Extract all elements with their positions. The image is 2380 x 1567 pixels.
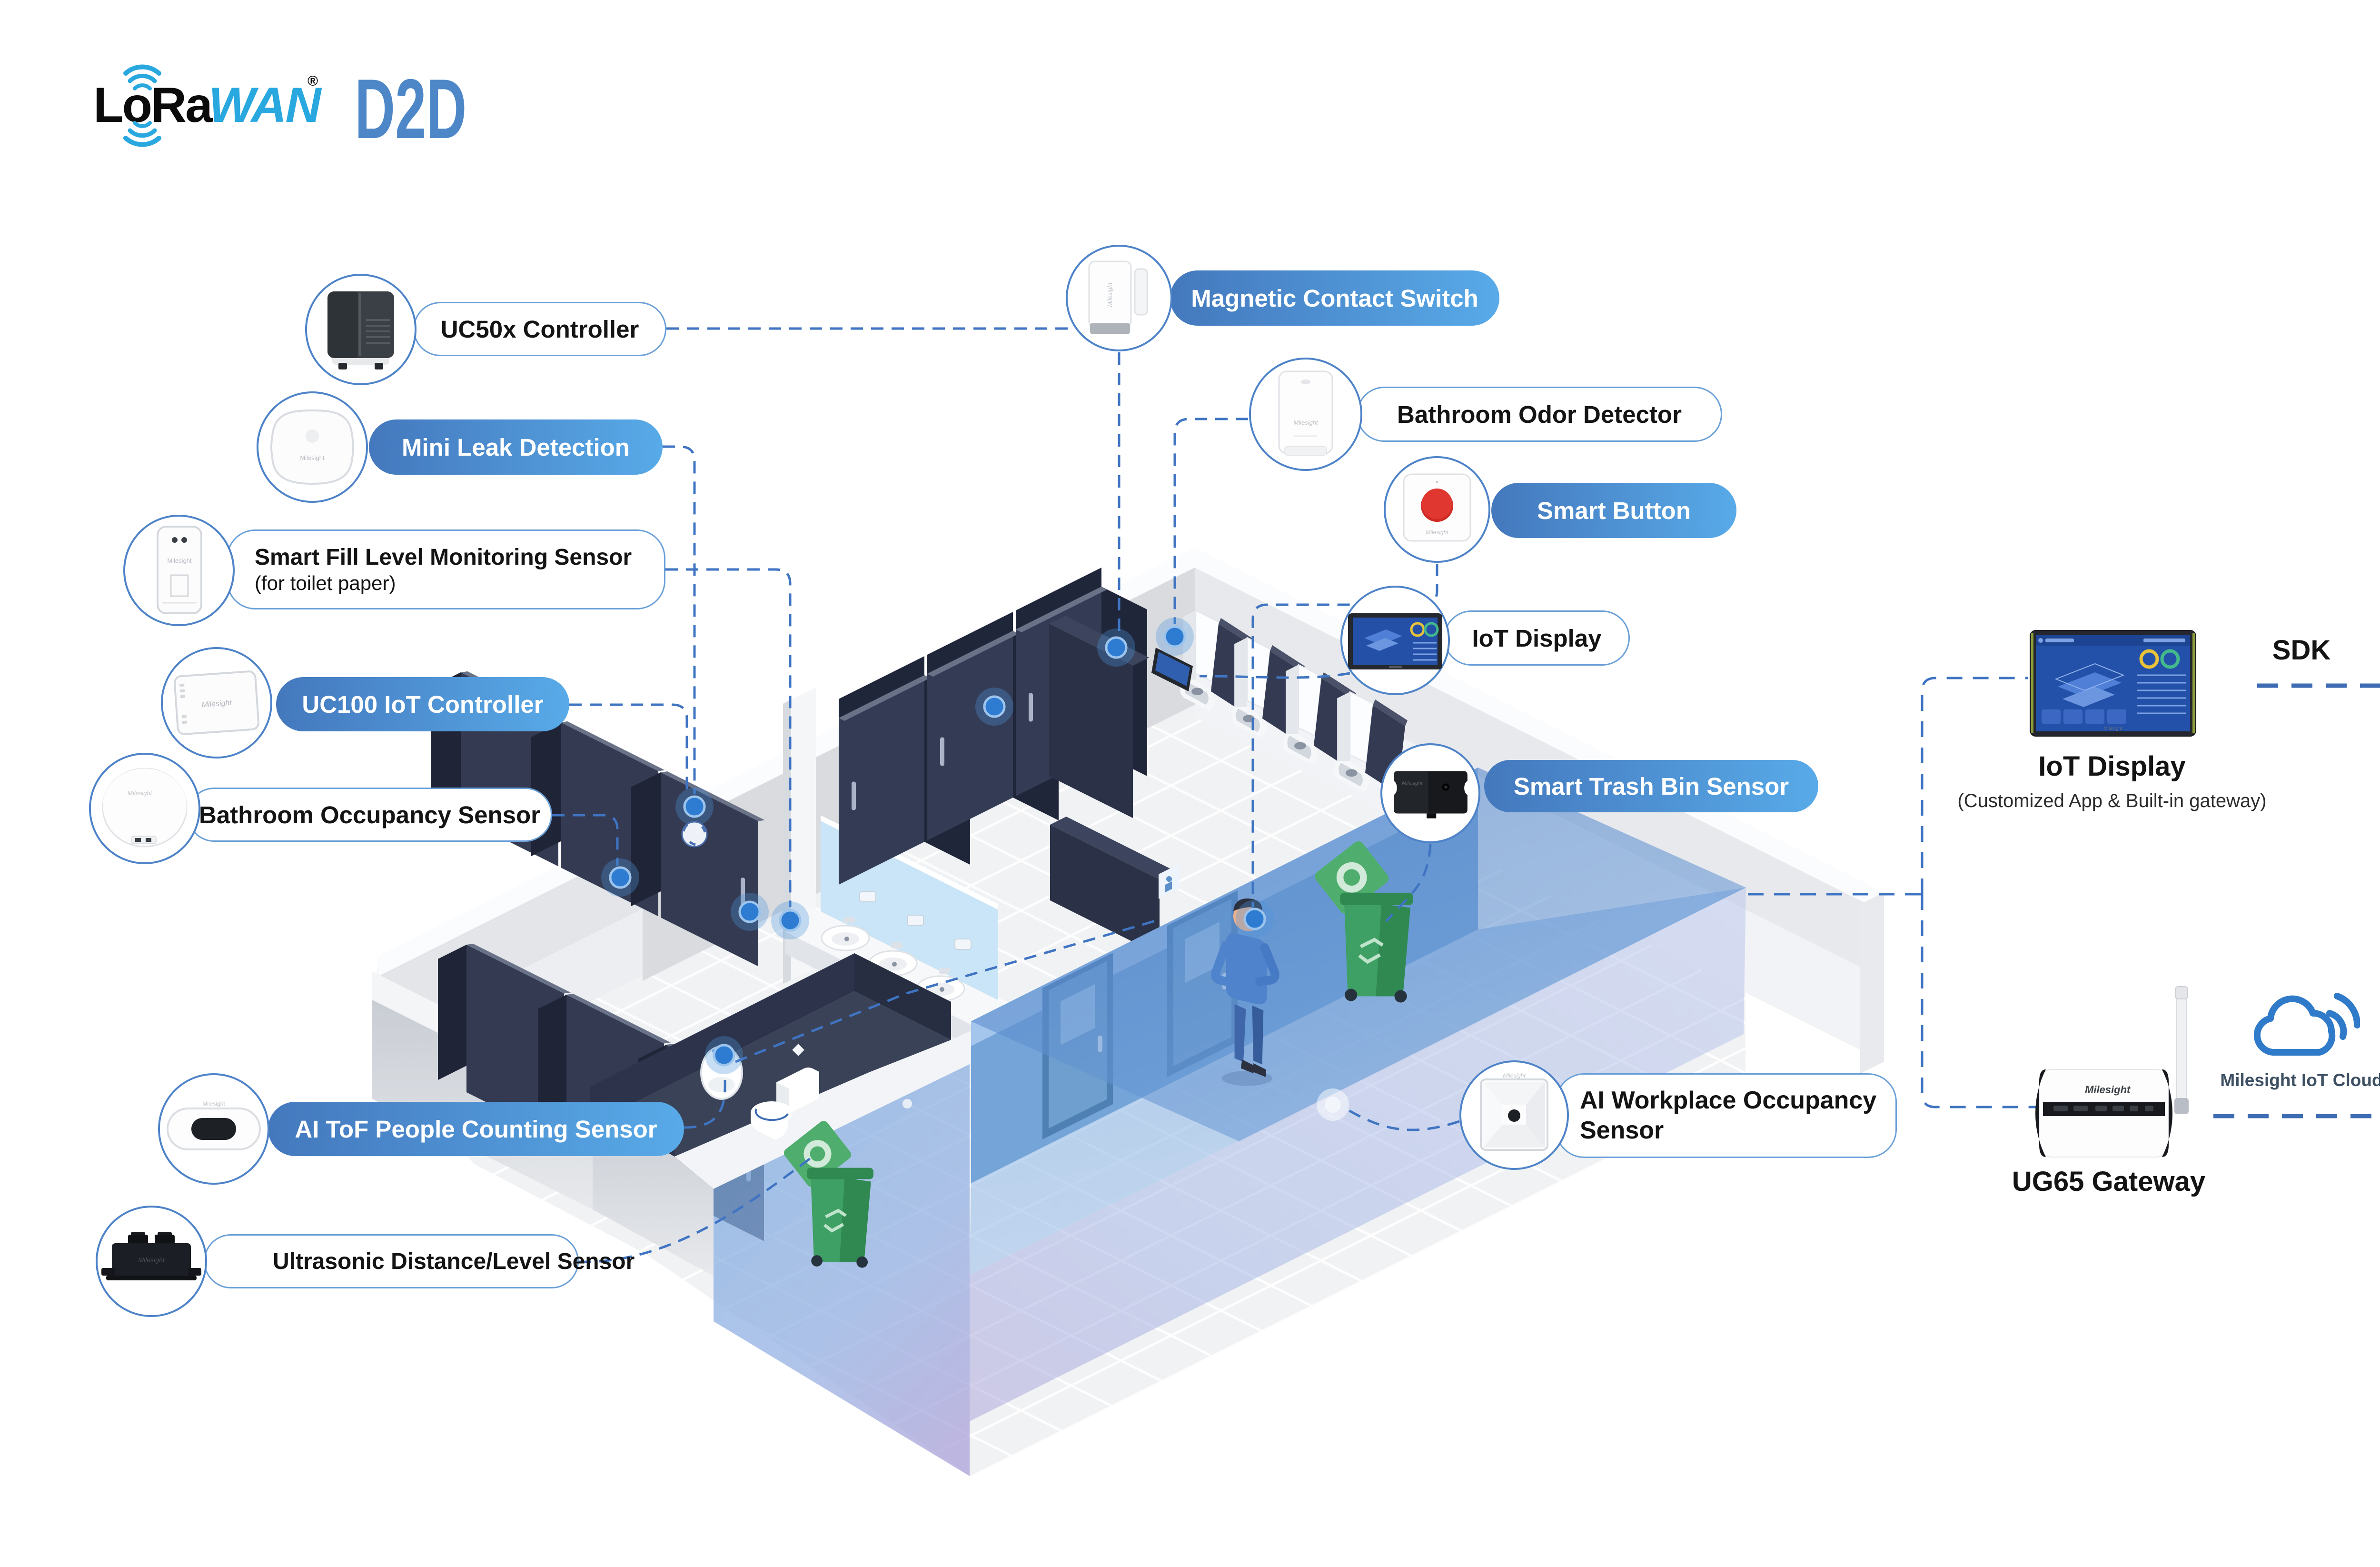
svg-text:Milesight: Milesight — [2103, 726, 2122, 731]
svg-text:Milesight: Milesight — [128, 789, 153, 797]
svg-text:Milesight: Milesight — [300, 454, 325, 461]
svg-text:Milesight: Milesight — [138, 1256, 165, 1264]
svg-text:Milesight: Milesight — [2085, 1084, 2131, 1096]
svg-text:D2D: D2D — [355, 71, 466, 148]
svg-text:Milesight: Milesight — [167, 557, 192, 564]
svg-text:Milesight: Milesight — [1426, 529, 1448, 536]
svg-text:Milesight: Milesight — [202, 1100, 225, 1107]
svg-text:®: ® — [307, 73, 318, 89]
svg-text:Milesight: Milesight — [1106, 282, 1113, 307]
svg-text:LoRa: LoRa — [93, 78, 213, 133]
svg-text:WAN: WAN — [208, 78, 322, 133]
svg-text:Milesight: Milesight — [1293, 419, 1319, 426]
svg-text:Milesight: Milesight — [201, 699, 232, 709]
svg-text:Milesight: Milesight — [1402, 780, 1423, 786]
svg-text:Milesight: Milesight — [1503, 1072, 1526, 1079]
